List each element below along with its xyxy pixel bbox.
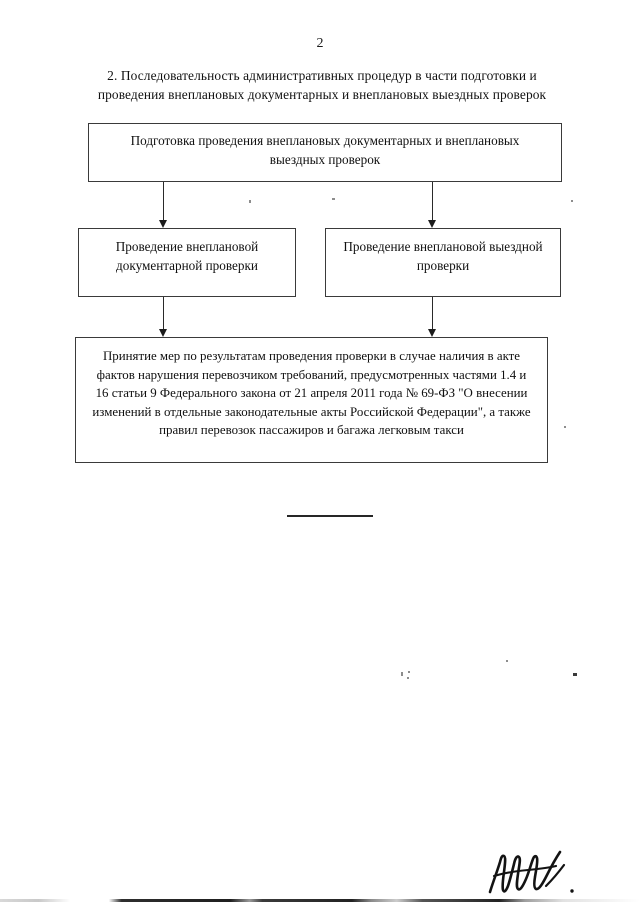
horizontal-divider <box>287 515 373 517</box>
scan-speck <box>571 200 573 202</box>
flow-box-field-check-text: Проведение внеплановой выездной проверки <box>343 239 543 273</box>
scan-speck <box>573 673 577 676</box>
flow-box-documentary-check-text: Проведение внеплановой документарной про… <box>115 239 259 273</box>
scan-speck <box>408 671 410 673</box>
scan-speck <box>407 677 409 679</box>
signature-mark <box>486 846 582 898</box>
scan-speck <box>332 198 335 200</box>
flow-box-measures-text: Принятие мер по результатам проведения п… <box>92 349 531 438</box>
scan-speck <box>401 672 403 676</box>
arrow-down-icon <box>159 220 168 228</box>
arrow-down-icon <box>159 329 168 337</box>
flow-box-measures: Принятие мер по результатам проведения п… <box>75 337 548 463</box>
flow-box-documentary-check: Проведение внеплановой документарной про… <box>78 228 296 297</box>
page-title-line-2: проведения внеплановых документарных и в… <box>97 87 547 102</box>
arrow-down-icon <box>428 220 437 228</box>
connector-line <box>163 182 165 221</box>
connector-line <box>432 297 434 330</box>
scan-speck <box>564 426 566 428</box>
flow-box-field-check: Проведение внеплановой выездной проверки <box>325 228 561 297</box>
connector-line <box>163 297 165 330</box>
scan-edge-artifact <box>0 899 640 902</box>
page-title: 2. Последовательность административных п… <box>72 66 572 104</box>
flow-box-preparation-text: Подготовка проведения внеплановых докуме… <box>130 133 520 167</box>
scan-speck <box>249 200 251 203</box>
connector-line <box>432 182 434 221</box>
page-title-line-1: 2. Последовательность административных п… <box>107 68 537 83</box>
arrow-down-icon <box>428 329 437 337</box>
scan-speck <box>506 660 508 662</box>
page-number: 2 <box>316 36 324 51</box>
flow-box-preparation: Подготовка проведения внеплановых докуме… <box>88 123 562 182</box>
